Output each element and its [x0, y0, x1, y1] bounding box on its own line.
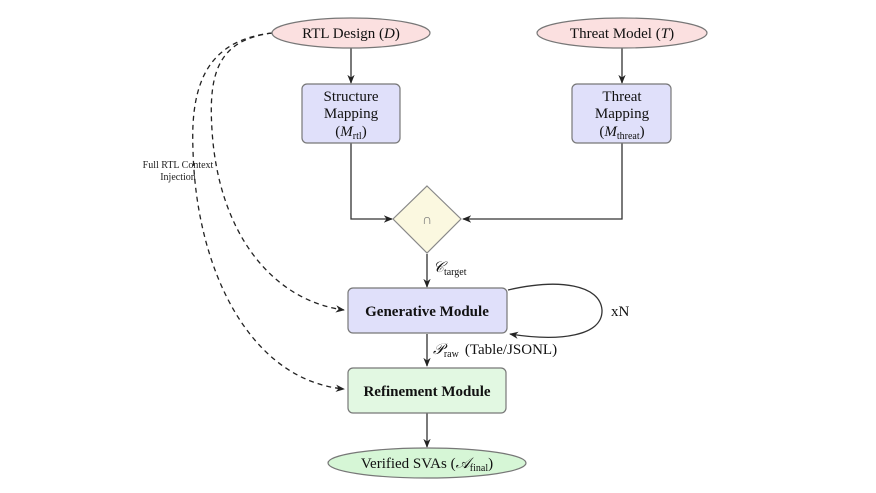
svg-text:(Mrtl): (Mrtl) [335, 124, 366, 142]
c-target-label: 𝒞target [433, 260, 467, 278]
svg-text:Full RTL Context: Full RTL Context [143, 160, 214, 171]
rtl-design-label: RTL Design ( [302, 26, 384, 42]
svg-text:Structure: Structure [324, 89, 379, 105]
svg-text:Injection: Injection [160, 172, 196, 183]
context-injection-label: Full RTL Context Injection [143, 160, 214, 183]
svg-text:Mapping: Mapping [324, 106, 379, 122]
svg-text:Threat Model (T): Threat Model (T) [570, 26, 674, 42]
svg-text:Threat: Threat [602, 89, 642, 105]
refinement-module-label: Refinement Module [363, 384, 490, 400]
svg-text:Mapping: Mapping [595, 106, 650, 122]
node-structure-mapping: Structure Mapping (Mrtl) [301, 83, 401, 144]
edge-threatmap-to-intersection [462, 143, 623, 223]
p-raw-label: 𝒫raw(Table/JSONL) [433, 342, 557, 360]
node-threat-model: Threat Model (T) [536, 17, 708, 49]
threat-model-label: Threat Model ( [570, 26, 661, 42]
node-rtl-design: RTL Design (D) [271, 17, 431, 49]
svg-text:RTL Design (D): RTL Design (D) [302, 26, 400, 42]
node-threat-mapping: Threat Mapping (Mthreat) [571, 83, 672, 144]
edge-structure-to-intersection [350, 143, 393, 223]
node-intersection: ∩ [392, 185, 462, 254]
generative-module-label: Generative Module [365, 304, 489, 320]
loop-label: xN [611, 304, 630, 320]
node-refinement-module: Refinement Module [347, 367, 507, 414]
context-injection-edge-generative [210, 32, 345, 313]
context-injection-edge-refinement [192, 32, 345, 392]
intersection-symbol: ∩ [422, 213, 432, 228]
node-verified-svas: Verified SVAs (𝒜final) [327, 447, 527, 479]
verified-svas-label: Verified SVAs ( [361, 456, 456, 472]
node-generative-module: Generative Module [347, 287, 508, 334]
loop-edge [507, 283, 603, 339]
